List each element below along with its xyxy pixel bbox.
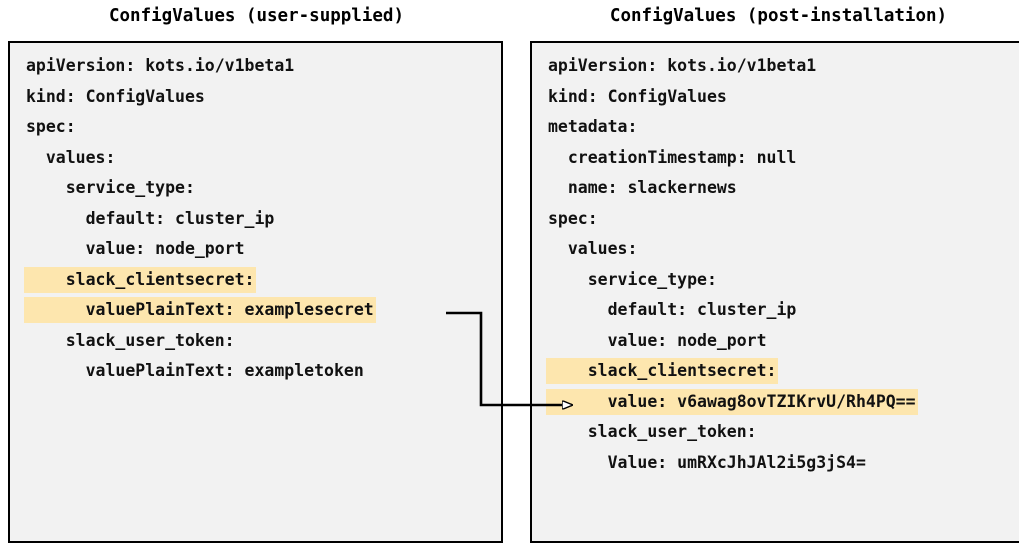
left-code-line-text: values: [26,147,116,167]
right-code-line-text: default: cluster_ip [548,300,797,319]
right-code-line-text: slack_user_token: [548,422,757,441]
right-code-line-text: apiVersion: kots.io/v1beta1 [548,56,817,75]
left-code-lines: apiVersion: kots.io/v1beta1 kind: ConfigV… [24,51,501,387]
right-code-line: values: [546,234,1019,265]
right-code-line-text: value: v6awag8ovTZIKrvU/Rh4PQ== [546,388,918,415]
right-code-line-text: value: node_port [548,330,767,350]
left-code-line: default: cluster_ip [24,204,501,235]
right-code-line: slack_user_token: [546,417,1019,448]
left-code-line-text: slack_user_token: [26,330,235,350]
right-code-line: metadata: [546,112,1019,143]
right-code-line-text: slack_clientsecret: [546,358,779,384]
right-code-line-text: Value: umRXcJhJAl2i5g3jS4= [548,452,866,472]
left-panel-title: ConfigValues (user-supplied) [108,6,404,26]
right-code-line: value: v6awag8ovTZIKrvU/Rh4PQ== [546,387,1019,418]
left-code-line-text: spec: [26,117,76,136]
left-code-line: apiVersion: kots.io/v1beta1 [24,51,501,82]
left-code-line-text: default: cluster_ip [26,208,275,228]
right-code-line: value: node_port [546,326,1019,357]
left-code-line: value: node_port [24,234,501,265]
right-code-line-text: name: slackernews [548,178,737,197]
left-code-line: spec: [24,112,501,143]
left-code-line: valuePlainText: examplesecret [24,295,501,326]
right-code-line: creationTimestamp: null [546,143,1019,174]
left-code-line: valuePlainText: exampletoken [24,356,501,387]
right-code-box: apiVersion: kots.io/v1beta1 kind: ConfigV… [530,41,1019,543]
right-code-line: name: slackernews [546,173,1019,204]
left-code-line: slack_clientsecret: [24,265,501,296]
left-code-box: apiVersion: kots.io/v1beta1 kind: ConfigV… [8,41,503,543]
config-values-user-supplied-panel: ConfigValues (user-supplied) apiVersion:… [8,0,505,559]
left-code-line-text: valuePlainText: examplesecret [24,297,376,323]
left-code-line-text: kind: ConfigValues [26,86,205,106]
right-code-line-text: spec: [548,208,598,228]
right-code-line: spec: [546,204,1019,235]
right-code-line: apiVersion: kots.io/v1beta1 [546,51,1019,82]
right-code-line: service_type: [546,265,1019,296]
left-code-line-text: apiVersion: kots.io/v1beta1 [26,56,295,75]
config-values-post-installation-panel: ConfigValues (post-installation) apiVers… [530,0,1019,559]
right-code-line-text: values: [548,239,638,258]
right-code-line: default: cluster_ip [546,295,1019,326]
left-code-line-text: value: node_port [26,239,245,258]
left-code-line-text: service_type: [26,178,195,197]
right-code-line: slack_clientsecret: [546,356,1019,387]
left-code-line: kind: ConfigValues [24,82,501,113]
left-code-line: slack_user_token: [24,326,501,357]
right-code-line-text: creationTimestamp: null [548,147,797,167]
left-code-line-text: valuePlainText: exampletoken [26,361,364,380]
right-code-line-text: metadata: [548,117,638,136]
left-code-line: values: [24,143,501,174]
right-code-line: kind: ConfigValues [546,82,1019,113]
right-code-line: Value: umRXcJhJAl2i5g3jS4= [546,448,1019,479]
right-code-lines: apiVersion: kots.io/v1beta1 kind: ConfigV… [546,51,1019,478]
left-code-line-text: slack_clientsecret: [24,266,257,293]
right-code-line-text: service_type: [548,269,717,289]
right-panel-title: ConfigValues (post-installation) [609,6,948,26]
left-code-line: service_type: [24,173,501,204]
right-code-line-text: kind: ConfigValues [548,86,727,106]
